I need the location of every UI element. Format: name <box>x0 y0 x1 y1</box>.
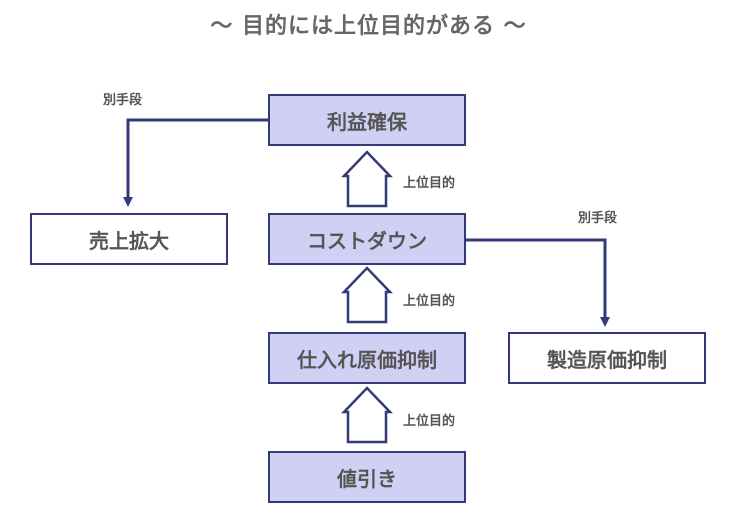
up-arrow-2 <box>341 266 393 324</box>
up-arrow-3 <box>341 386 393 444</box>
node-discount: 値引き <box>268 451 466 503</box>
diagram-title: ～ 目的には上位目的がある ～ <box>210 14 527 39</box>
node-profit: 利益確保 <box>268 94 466 146</box>
alt-means-label-left: 別手段 <box>103 93 143 108</box>
higher-purpose-label-3: 上位目的 <box>403 414 456 429</box>
node-manufacturing-cost: 製造原価抑制 <box>508 332 706 384</box>
node-discount-label: 値引き <box>337 466 397 491</box>
node-manufacturing-cost-label: 製造原価抑制 <box>547 347 667 372</box>
alt-means-line-left <box>123 118 268 207</box>
node-sales-expansion-label: 売上拡大 <box>89 228 169 253</box>
node-cost-down-label: コストダウン <box>307 228 427 253</box>
up-arrow-1 <box>341 150 393 208</box>
node-cost-down: コストダウン <box>268 213 466 265</box>
node-sales-expansion: 売上拡大 <box>30 213 228 265</box>
alt-means-label-right: 別手段 <box>578 211 618 226</box>
node-purchase-cost-label: 仕入れ原価抑制 <box>297 347 437 372</box>
higher-purpose-label-2: 上位目的 <box>403 294 456 309</box>
node-profit-label: 利益確保 <box>327 109 407 134</box>
higher-purpose-label-1: 上位目的 <box>403 176 456 191</box>
node-purchase-cost: 仕入れ原価抑制 <box>268 332 466 384</box>
alt-means-line-right <box>465 238 610 327</box>
